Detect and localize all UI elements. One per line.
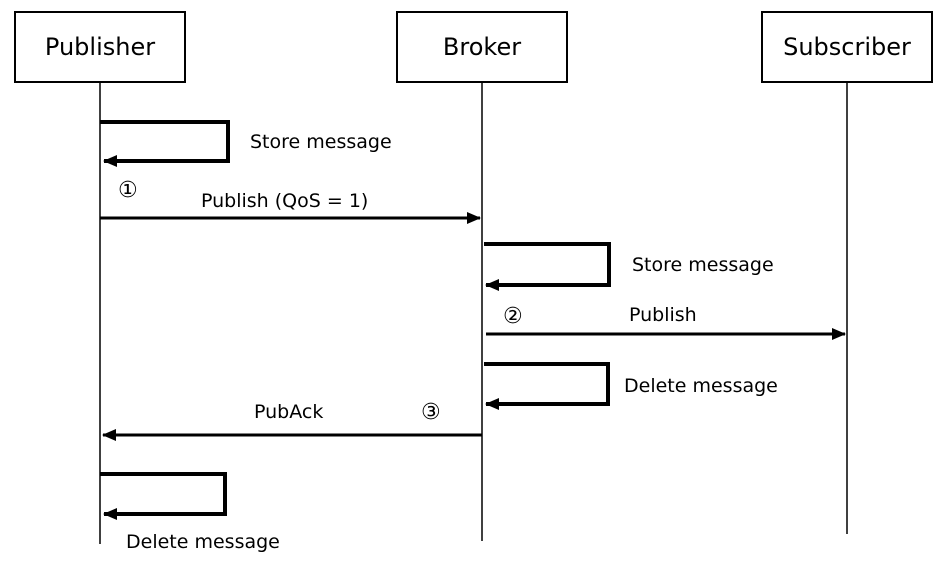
publish-qos-label: Publish (QoS = 1)	[201, 190, 369, 212]
step-2-marker: ②	[503, 304, 523, 329]
publish-label: Publish	[629, 304, 697, 326]
publisher-delete-self-arrow	[100, 472, 227, 520]
publisher-store-self-arrow	[100, 120, 230, 167]
broker-store-message-label: Store message	[632, 254, 774, 276]
broker-store-self-arrow	[484, 242, 611, 291]
broker-delete-message-label: Delete message	[624, 375, 778, 397]
step-1-marker: ①	[118, 178, 138, 203]
puback-label: PubAck	[254, 401, 324, 423]
subscriber-actor-box: Subscriber	[761, 11, 933, 83]
subscriber-label: Subscriber	[783, 33, 911, 61]
broker-label: Broker	[442, 33, 522, 61]
publisher-actor-box: Publisher	[14, 11, 186, 83]
broker-actor-box: Broker	[396, 11, 568, 83]
publisher-label: Publisher	[44, 33, 156, 61]
broker-delete-self-arrow	[484, 362, 610, 410]
step-3-marker: ③	[421, 400, 441, 425]
publisher-store-message-label: Store message	[250, 131, 392, 153]
publisher-delete-message-label: Delete message	[126, 531, 280, 553]
